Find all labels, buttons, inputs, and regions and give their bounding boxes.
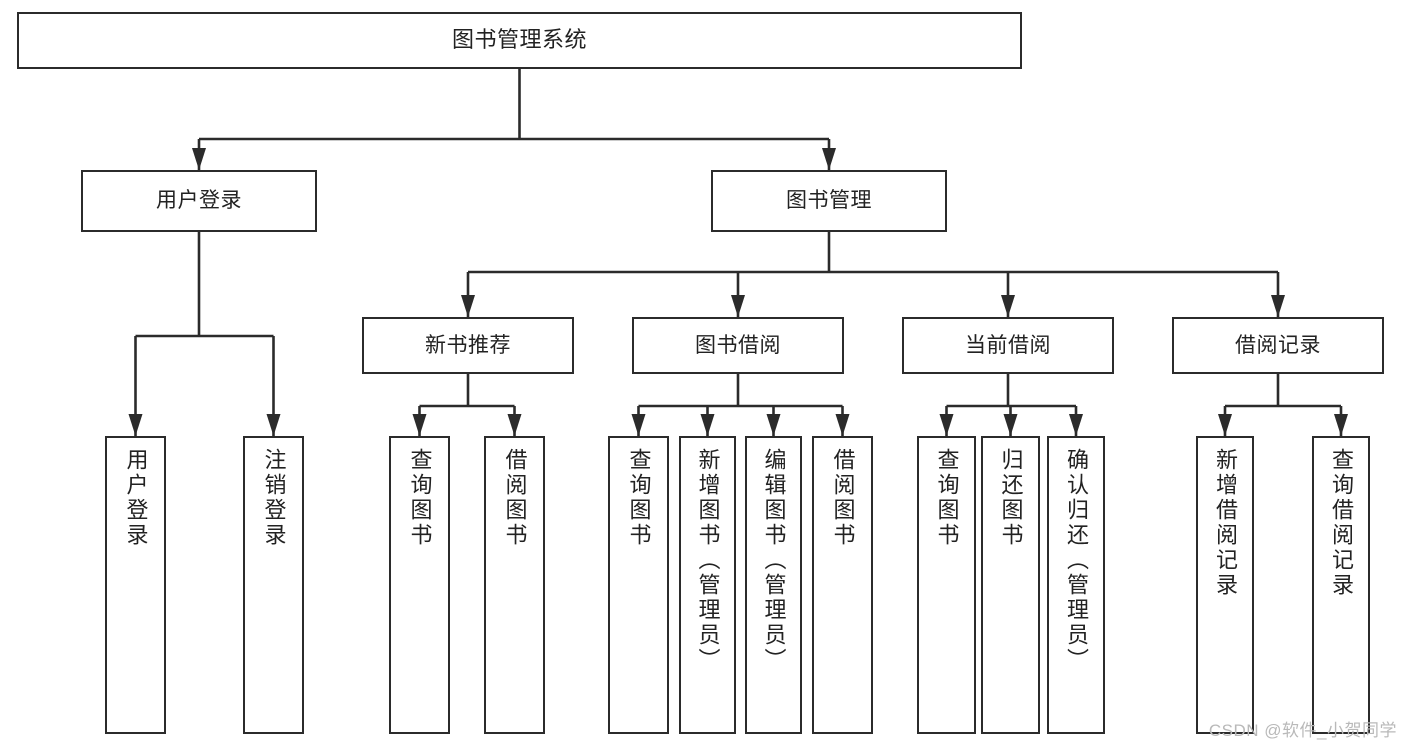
arrowhead-current-borrow [1001, 295, 1015, 317]
node-label: 归还图书 [998, 448, 1024, 548]
node-leaf-confirm-return[interactable]: 确认归还（管理员） [1047, 436, 1105, 734]
arrowhead-leaf-confirm-return [1069, 414, 1083, 436]
node-book-manage[interactable]: 图书管理 [711, 170, 947, 232]
node-leaf-query-book-3[interactable]: 查询图书 [917, 436, 976, 734]
node-leaf-borrow-book-2[interactable]: 借阅图书 [812, 436, 873, 734]
node-label: 新书推荐 [425, 333, 511, 357]
arrowhead-leaf-query-book-1 [412, 414, 427, 436]
arrowhead-leaf-borrow-book-1 [507, 414, 522, 436]
arrowhead-leaf-edit-book [766, 414, 781, 436]
arrowhead-borrow-record [1271, 295, 1285, 317]
node-label: 用户登录 [156, 189, 242, 213]
node-label: 确认归还（管理员） [1064, 448, 1089, 673]
arrowhead-leaf-borrow-book-2 [835, 414, 850, 436]
node-label: 图书管理系统 [451, 27, 587, 53]
node-label: 借阅图书 [830, 448, 856, 548]
node-root[interactable]: 图书管理系统 [17, 12, 1022, 69]
node-label: 图书借阅 [695, 333, 781, 357]
arrowhead-leaf-logout [266, 414, 281, 436]
node-label: 查询图书 [626, 448, 652, 548]
arrowhead-leaf-user-login [128, 414, 143, 436]
node-leaf-logout[interactable]: 注销登录 [243, 436, 304, 734]
node-leaf-query-record[interactable]: 查询借阅记录 [1312, 436, 1370, 734]
node-label: 借阅记录 [1235, 333, 1321, 357]
node-label: 用户登录 [123, 448, 149, 548]
arrowhead-book-borrow [731, 295, 745, 317]
node-label: 查询借阅记录 [1329, 448, 1354, 598]
node-current-borrow[interactable]: 当前借阅 [902, 317, 1114, 374]
node-leaf-add-book[interactable]: 新增图书（管理员） [679, 436, 736, 734]
arrowhead-leaf-add-record [1218, 414, 1232, 436]
node-label: 借阅图书 [502, 448, 528, 548]
arrowhead-new-book-rec [461, 295, 475, 317]
node-borrow-record[interactable]: 借阅记录 [1172, 317, 1384, 374]
node-label: 新增借阅记录 [1213, 448, 1238, 598]
arrowhead-leaf-query-book-3 [939, 414, 954, 436]
arrowhead-user-login [192, 148, 206, 170]
node-label: 新增图书（管理员） [695, 448, 721, 673]
node-label: 查询图书 [407, 448, 433, 548]
node-leaf-user-login[interactable]: 用户登录 [105, 436, 166, 734]
node-leaf-query-book-2[interactable]: 查询图书 [608, 436, 669, 734]
node-new-book-rec[interactable]: 新书推荐 [362, 317, 574, 374]
node-leaf-return-book[interactable]: 归还图书 [981, 436, 1040, 734]
node-label: 注销登录 [261, 448, 287, 548]
node-book-borrow[interactable]: 图书借阅 [632, 317, 844, 374]
node-leaf-add-record[interactable]: 新增借阅记录 [1196, 436, 1254, 734]
node-leaf-query-book-1[interactable]: 查询图书 [389, 436, 450, 734]
arrowhead-leaf-return-book [1003, 414, 1018, 436]
watermark-text: CSDN @软件_小贺同学 [1208, 721, 1397, 740]
arrowhead-book-manage [822, 148, 836, 170]
arrowhead-leaf-query-book-2 [631, 414, 646, 436]
node-user-login[interactable]: 用户登录 [81, 170, 317, 232]
arrowhead-leaf-add-book [700, 414, 715, 436]
node-label: 当前借阅 [965, 333, 1051, 357]
node-leaf-edit-book[interactable]: 编辑图书（管理员） [745, 436, 802, 734]
node-label: 查询图书 [934, 448, 960, 548]
node-label: 编辑图书（管理员） [761, 448, 787, 673]
node-label: 图书管理 [786, 189, 872, 213]
node-leaf-borrow-book-1[interactable]: 借阅图书 [484, 436, 545, 734]
arrowhead-leaf-query-record [1334, 414, 1348, 436]
